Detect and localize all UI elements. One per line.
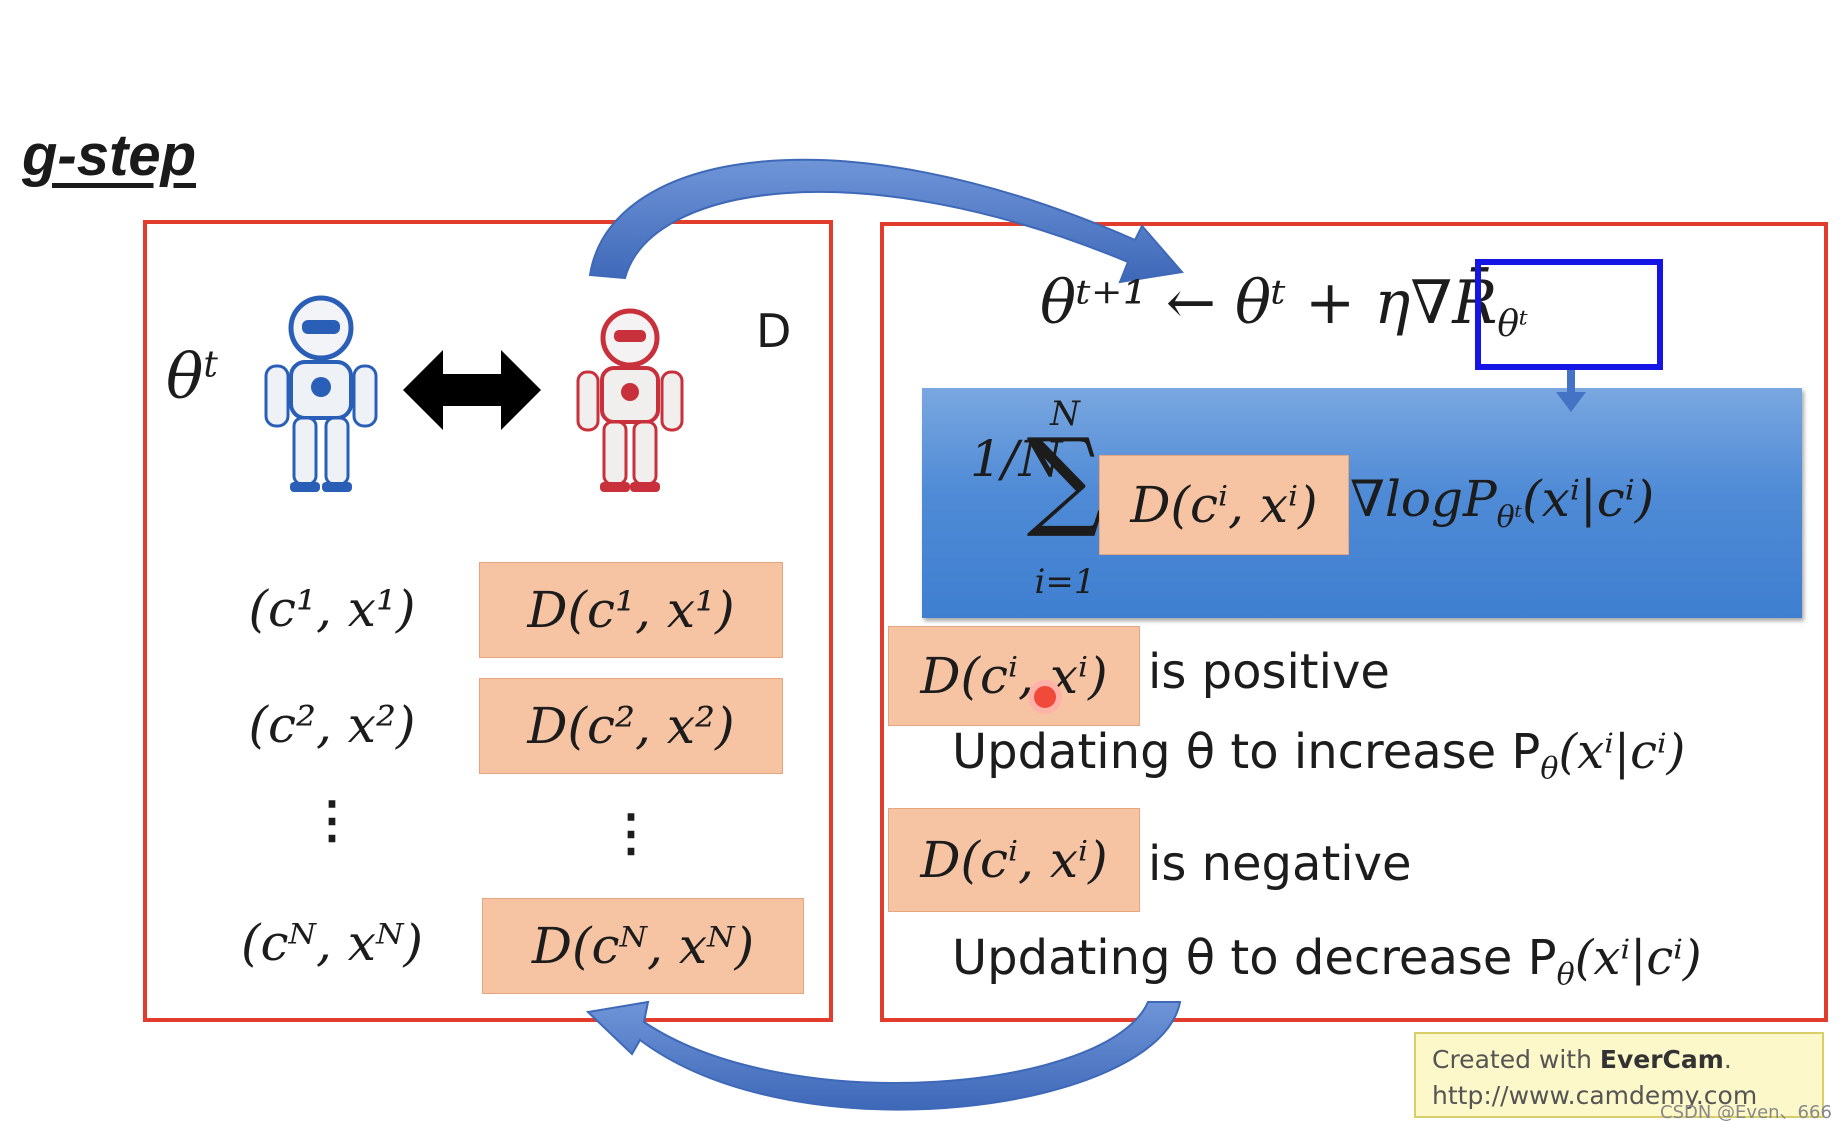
sum-upper-limit: N [1050,394,1080,434]
case1-text: is positive [1148,644,1390,700]
double-arrow-icon [403,350,541,430]
sum-lower-limit: i=1 [1034,562,1096,602]
pair-1: (c¹, x¹) [248,580,416,638]
update-rule: θᵗ⁺¹ ← θᵗ + η∇R̄θᵗ [1040,268,1528,345]
grad-log-term: ∇logPθᵗ(xⁱ|cⁱ) [1350,470,1655,535]
weight-term-box: D(cⁱ, xⁱ) [1099,455,1349,555]
score-ellipsis: ⋮ [606,802,656,862]
arrow-bottom [585,1000,1182,1111]
sum-sign: ∑ [1026,416,1104,541]
score-box-2: D(c², x²) [479,678,783,774]
watermark-url: http://www.camdemy.com [1432,1081,1758,1110]
watermark-line-1: Created with EverCam. [1432,1045,1732,1074]
case1-term-box: D(cⁱ, xⁱ) [888,626,1140,726]
case2-term-box: D(cⁱ, xⁱ) [888,808,1140,912]
arrow-top [588,158,1184,284]
down-arrow-icon [1556,370,1586,412]
case2-text: is negative [1148,836,1412,892]
pair-n: (cᴺ, xᴺ) [240,914,424,972]
score-box-n: D(cᴺ, xᴺ) [482,898,804,994]
page-title: g-step [22,123,196,188]
evercam-watermark: Created with EverCam. http://www.camdemy… [1414,1032,1824,1118]
discriminator-robot-icon [576,308,684,492]
gradient-highlight-rect [1475,259,1663,370]
pair-2: (c², x²) [248,696,416,754]
theta-label: θt [166,340,218,413]
case1-update: Updating θ to increase Pθ(xⁱ|cⁱ) [952,724,1686,787]
pair-ellipsis: ⋮ [307,790,357,849]
generator-robot-icon [264,295,378,492]
right-panel [880,222,1828,1022]
csdn-credit: CSDN @Even、666 [1660,1102,1832,1123]
discriminator-label: D [756,304,792,358]
case2-update: Updating θ to decrease Pθ(xⁱ|cⁱ) [952,930,1702,993]
left-panel [143,220,833,1022]
score-box-1: D(c¹, x¹) [479,562,783,658]
cursor-indicator [1028,680,1062,714]
gradient-band [922,388,1802,618]
sum-coefficient: 1/N [970,430,1062,488]
